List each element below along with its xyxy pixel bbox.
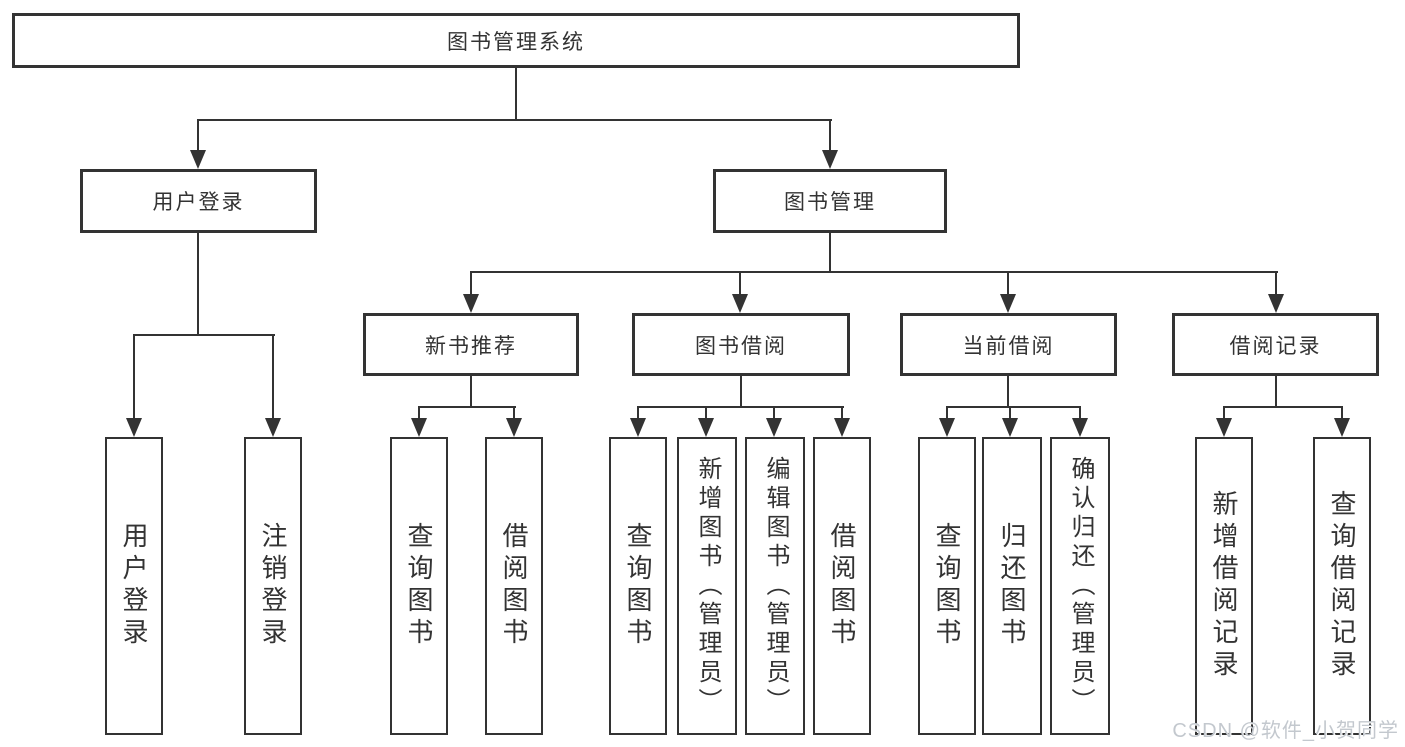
arrow-down-icon	[463, 294, 479, 313]
connector-line	[197, 233, 199, 336]
node-label: 新书推荐	[425, 334, 517, 358]
leaf-add-borrow-record: 新增借阅记录	[1195, 437, 1253, 735]
node-label: 查询图书	[932, 522, 962, 650]
arrow-down-icon	[834, 418, 850, 437]
node-label: 注销登录	[258, 522, 288, 650]
arrow-down-icon	[698, 418, 714, 437]
node-label: 新增借阅记录	[1209, 490, 1239, 682]
arrow-down-icon	[822, 150, 838, 169]
leaf-borrow-book: 借阅图书	[813, 437, 871, 735]
connector-line	[1079, 406, 1081, 423]
arrow-down-icon	[630, 418, 646, 437]
node-label: 查询图书	[623, 522, 653, 650]
node-book-borrow: 图书借阅	[632, 313, 850, 376]
connector-line	[705, 406, 707, 423]
connector-line	[197, 119, 199, 155]
connector-line	[513, 406, 515, 423]
arrow-down-icon	[190, 150, 206, 169]
leaf-edit-book-admin: 编辑图书（管理员）	[745, 437, 805, 735]
node-label: 图书借阅	[695, 334, 787, 358]
node-label: 当前借阅	[962, 334, 1055, 358]
connector-line	[197, 119, 832, 121]
arrow-down-icon	[939, 418, 955, 437]
arrow-down-icon	[1216, 418, 1232, 437]
connector-line	[272, 334, 274, 422]
connector-line	[829, 119, 831, 155]
node-user-login: 用户登录	[80, 169, 317, 233]
connector-line	[740, 376, 742, 408]
leaf-query-book-current: 查询图书	[918, 437, 976, 735]
connector-line	[470, 376, 472, 408]
connector-line	[946, 406, 948, 423]
arrow-down-icon	[265, 418, 281, 437]
node-book-management: 图书管理	[713, 169, 947, 233]
node-label: 新增图书（管理员）	[694, 455, 721, 717]
leaf-add-book-admin: 新增图书（管理员）	[677, 437, 737, 735]
node-label: 查询借阅记录	[1327, 490, 1357, 682]
node-borrow-records: 借阅记录	[1172, 313, 1379, 376]
connector-line	[1223, 406, 1225, 423]
arrow-down-icon	[732, 294, 748, 313]
connector-line	[637, 406, 639, 423]
connector-line	[470, 271, 472, 299]
connector-line	[773, 406, 775, 423]
arrow-down-icon	[1002, 418, 1018, 437]
connector-line	[739, 271, 741, 299]
node-label: 确认归还（管理员）	[1067, 455, 1094, 717]
arrow-down-icon	[1334, 418, 1350, 437]
node-label: 图书管理系统	[447, 30, 585, 54]
node-label: 借阅图书	[499, 522, 529, 650]
connector-line	[1007, 376, 1009, 408]
arrow-down-icon	[1000, 294, 1016, 313]
leaf-user-login: 用户登录	[105, 437, 163, 735]
leaf-return-book: 归还图书	[982, 437, 1042, 735]
node-label: 归还图书	[997, 522, 1027, 650]
connector-line	[418, 406, 420, 423]
node-current-borrow: 当前借阅	[900, 313, 1117, 376]
leaf-query-book-recommend: 查询图书	[390, 437, 448, 735]
arrow-down-icon	[506, 418, 522, 437]
node-new-book-recommend: 新书推荐	[363, 313, 579, 376]
node-label: 编辑图书（管理员）	[762, 455, 789, 717]
leaf-query-book-borrow: 查询图书	[609, 437, 667, 735]
connector-line	[637, 406, 844, 408]
leaf-query-borrow-record: 查询借阅记录	[1313, 437, 1371, 735]
arrow-down-icon	[126, 418, 142, 437]
node-label: 查询图书	[404, 522, 434, 650]
leaf-logout: 注销登录	[244, 437, 302, 735]
node-library-system: 图书管理系统	[12, 13, 1020, 68]
connector-line	[515, 68, 517, 121]
arrow-down-icon	[411, 418, 427, 437]
arrow-down-icon	[766, 418, 782, 437]
connector-line	[1007, 271, 1009, 299]
leaf-borrow-book-recommend: 借阅图书	[485, 437, 543, 735]
connector-line	[418, 406, 516, 408]
connector-line	[470, 271, 1278, 273]
arrow-down-icon	[1072, 418, 1088, 437]
connector-line	[133, 334, 275, 336]
connector-line	[946, 406, 1081, 408]
connector-line	[829, 233, 831, 273]
leaf-confirm-return-admin: 确认归还（管理员）	[1050, 437, 1110, 735]
node-label: 图书管理	[784, 191, 876, 214]
node-label: 用户登录	[119, 522, 149, 650]
connector-line	[841, 406, 843, 423]
node-label: 借阅图书	[827, 522, 857, 650]
connector-line	[1223, 406, 1343, 408]
node-label: 用户登录	[152, 191, 245, 214]
arrow-down-icon	[1268, 294, 1284, 313]
connector-line	[1275, 376, 1277, 408]
connector-line	[1341, 406, 1343, 423]
connector-line	[1275, 271, 1277, 299]
connector-line	[1009, 406, 1011, 423]
node-label: 借阅记录	[1229, 334, 1322, 358]
watermark-csdn: CSDN @软件_小贺同学	[1172, 720, 1399, 742]
connector-line	[133, 334, 135, 422]
